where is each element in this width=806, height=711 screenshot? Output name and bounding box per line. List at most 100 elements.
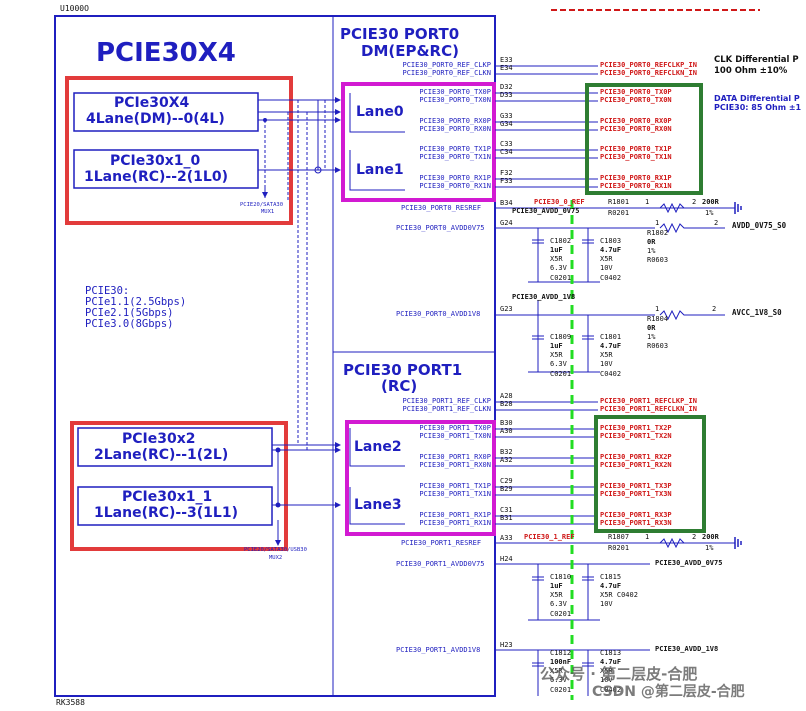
net-label: PCIE30_PORT0_RX0N	[600, 125, 672, 133]
port1-avdd0v75-out: PCIE30_AVDD_0V75	[655, 559, 723, 567]
r1802-pin2: 2	[714, 219, 719, 227]
c1810-ref: C1810	[550, 573, 572, 581]
net-label: PCIE30_PORT1_RX3N	[600, 519, 672, 527]
port0-avdd1v8-pin: PCIE30_PORT0_AVDD1V8	[396, 310, 481, 318]
mode-x1-1-title: PCIe30x1_1	[122, 489, 213, 505]
port1-avdd1v8-ball: H23	[500, 641, 513, 649]
pin-ball: E33	[500, 56, 513, 64]
pin-name: PCIE30_PORT0_TX0N	[419, 96, 491, 104]
c1809-val: 1uF	[550, 342, 563, 350]
r1804-pin1: 1	[655, 305, 660, 313]
lane1-label: Lane1	[356, 162, 404, 178]
r1802-tol: 1%	[647, 247, 656, 255]
port1-subtitle: (RC)	[381, 377, 418, 395]
net-label: PCIE30_PORT1_REFCLKN_IN	[600, 405, 697, 413]
c1802-volt: 6.3V	[550, 264, 567, 272]
r1801-tol: 1%	[705, 209, 714, 217]
c1803-diel: X5R	[600, 255, 613, 263]
c1813-val: 4.7uF	[600, 658, 622, 666]
net-label: PCIE30_PORT1_TX3N	[600, 490, 672, 498]
r1804-val: 0R	[647, 324, 656, 332]
speed-gen3: PCIe3.0(8Gbps)	[85, 318, 174, 330]
pin-ball: G34	[500, 120, 513, 128]
r1802-pin1: 1	[655, 219, 660, 227]
note-data-2: PCIE30: 85 Ohm ±1	[714, 103, 802, 112]
pin-ball: B31	[500, 514, 513, 522]
pin-name: PCIE30_PORT0_TX1N	[419, 153, 491, 161]
net-label: PCIE30_PORT0_REFCLKP_IN	[600, 61, 697, 69]
mode-x4-desc: 4Lane(DM)--0(4L)	[86, 111, 225, 127]
mode-group-bottom-border	[70, 421, 288, 551]
port0-resref-pin: PCIE30_PORT0_RESREF	[401, 204, 482, 212]
port1-title: PCIE30 PORT1	[343, 361, 463, 379]
pin-ball: F33	[500, 177, 513, 185]
mux2-label: PCIE20/SATA30/USB30	[244, 547, 307, 553]
c1801-ref: C1801	[600, 333, 622, 341]
c1812-diel: X5R	[550, 667, 563, 675]
pin-name: PCIE30_PORT1_RX1P	[419, 511, 491, 519]
pin-name: PCIE30_PORT0_REF_CLKN	[402, 69, 491, 77]
r1801-pin2: 2	[692, 198, 697, 206]
pin-ball: G33	[500, 112, 513, 120]
speeds-title: PCIE30:	[85, 285, 130, 297]
pin-ball: C33	[500, 140, 513, 148]
port0-title: PCIE30 PORT0	[340, 25, 460, 43]
watermark-1: 公众号 · 第二层皮-合肥	[540, 665, 698, 683]
port1-avdd1v8-out: PCIE30_AVDD_1V8	[655, 645, 719, 653]
c1813-volt: 10V	[600, 676, 613, 684]
c1810-volt: 6.3V	[550, 600, 567, 608]
speed-gen1: PCIe1.1(2.5Gbps)	[85, 296, 187, 308]
pin-name: PCIE30_PORT0_TX1P	[419, 145, 491, 153]
net-label: PCIE30_PORT0_TX0P	[600, 88, 672, 96]
c1803-volt: 10V	[600, 264, 613, 272]
pin-ball: D32	[500, 83, 513, 91]
r1801-pin1: 1	[645, 198, 650, 206]
pin-ball: E34	[500, 64, 513, 72]
port1-resref-net: PCIE30_1_REF	[524, 533, 575, 541]
c1802-val: 1uF	[550, 246, 563, 254]
net-label: PCIE30_PORT0_REFCLKN_IN	[600, 69, 697, 77]
pin-name: PCIE30_PORT0_TX0P	[419, 88, 491, 96]
lane3-label: Lane3	[354, 497, 402, 513]
mode-x2-title: PCIe30x2	[122, 431, 196, 447]
c1810-pkg: C0201	[550, 610, 572, 618]
r1801-val: 200R	[702, 198, 719, 206]
c1809-pkg: C0201	[550, 370, 572, 378]
net-label: PCIE30_PORT0_RX1P	[600, 174, 672, 182]
pin-ball: C31	[500, 506, 513, 514]
pin-name: PCIE30_PORT1_RX1N	[419, 519, 491, 527]
c1801-pkg: C0402	[600, 370, 622, 378]
r1807-pin2: 2	[692, 533, 697, 541]
net-label: PCIE30_PORT0_TX1N	[600, 153, 672, 161]
c1815-val: 4.7uF	[600, 582, 622, 590]
speed-gen2: PCIe2.1(5Gbps)	[85, 307, 174, 319]
mode-x1-1-border	[77, 486, 273, 526]
port0-avdd0v75-ball: G24	[500, 219, 513, 227]
pin-ball: A30	[500, 427, 513, 435]
mux1-label-2: MUX1	[261, 209, 275, 215]
c1809-volt: 6.3V	[550, 360, 567, 368]
lane2-label: Lane2	[354, 439, 402, 455]
pin-ball: D33	[500, 91, 513, 99]
pin-ball: B32	[500, 448, 513, 456]
pin-name: PCIE30_PORT1_TX0P	[419, 424, 491, 432]
pin-name: PCIE30_PORT1_REF_CLKP	[402, 397, 491, 405]
pin-ball: B29	[500, 485, 513, 493]
mode-x2-desc: 2Lane(RC)--1(2L)	[94, 447, 229, 463]
r1802-val: 0R	[647, 238, 656, 246]
port1-avdd1v8-pin: PCIE30_PORT1_AVDD1V8	[396, 646, 481, 654]
pin-name: PCIE30_PORT0_RX0N	[419, 125, 491, 133]
c1812-volt: 6.3V	[550, 676, 567, 684]
port0-avdd0v75-pin: PCIE30_PORT0_AVDD0V75	[396, 224, 485, 232]
main-title: PCIE30X4	[96, 38, 236, 68]
mode-x1-0-title: PCIe30x1_0	[110, 153, 201, 169]
port1-diff-pairs-border	[594, 415, 706, 533]
mode-group-top-border	[65, 76, 293, 225]
c1801-diel: X5R	[600, 351, 613, 359]
r1804-pkg: R0603	[647, 342, 669, 350]
port0-resref-net: PCIE30_0_REF	[534, 198, 585, 206]
pin-ball: B28	[500, 400, 513, 408]
r1807-tol: 1%	[705, 544, 714, 552]
c1803-ref: C1803	[600, 237, 622, 245]
